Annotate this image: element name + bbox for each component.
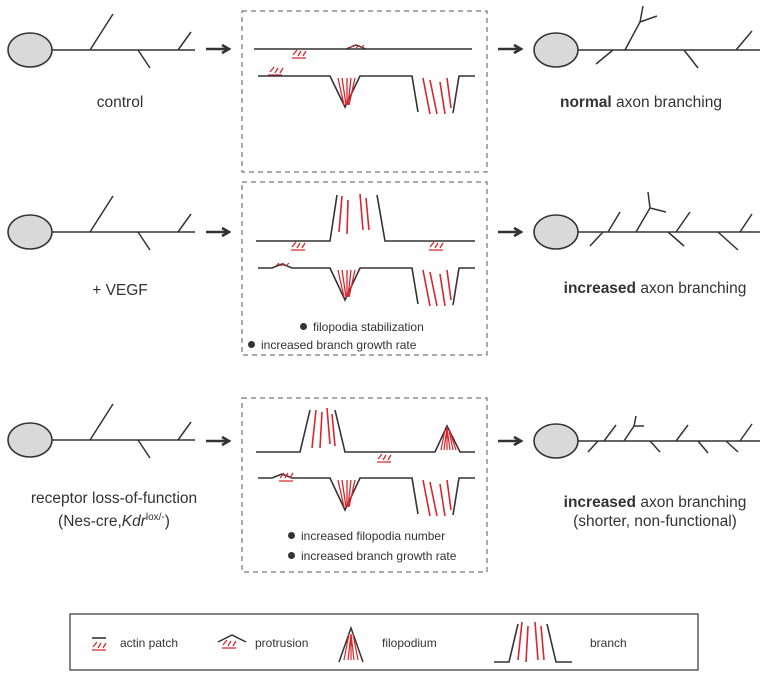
bullet-icon [300,323,307,330]
row2-condition-label: + VEGF [92,282,148,299]
row3-box-content [256,407,475,517]
row2-note-2-text: increased branch growth rate [261,338,417,352]
row1-condition-label: control [96,94,144,111]
row3-note-2: increased branch growth rate [288,549,456,563]
legend-branch-label: branch [590,636,627,650]
bullet-icon [288,532,295,539]
legend-box [69,613,699,671]
row3-condition-suffix: ) [164,513,170,531]
row3-result-label: increased axon branching (shorter, non-f… [550,493,760,531]
row1-result-neuron [533,5,760,69]
row3-condition-line2: (Nes-cre,Kdrlox/-) [16,508,212,531]
row2-result-label: increased axon branching [550,279,760,298]
row1-result-label: normal axon branching [560,93,722,112]
row2-box-content [256,193,475,307]
row3-note-2-text: increased branch growth rate [301,549,457,563]
row3-note-1: increased filopodia number [288,529,445,543]
row1-initial-neuron [7,13,195,69]
row3-result-rest: axon branching [636,494,747,511]
row3-result-neuron [533,415,760,459]
row3-initial-neuron [7,403,195,459]
row1-box-content [254,44,475,115]
row2-note-2: increased branch growth rate [248,338,416,352]
bullet-icon [288,552,295,559]
row2-result-rest: axon branching [636,280,747,297]
legend-filopodium-label: filopodium [382,636,437,650]
row3-condition-prefix: (Nes-cre, [58,513,122,531]
legend-protrusion-label: protrusion [255,636,309,650]
row2-result-strong: increased [563,280,637,297]
legend-protrusion-symbol [217,634,247,649]
row3-result-strong: increased [563,494,637,511]
row1-result-rest: axon branching [611,94,722,111]
row2-note-1-text: filopodia stabilization [313,320,424,334]
row1-dashed-box [241,10,488,173]
row2-dashed-box [241,181,488,356]
row3-result-line1: increased axon branching [550,493,760,512]
row3-condition-line1: receptor loss-of-function [30,490,198,507]
row3-condition-gene: Kdr [121,513,146,531]
row3-condition-label: receptor loss-of-function (Nes-cre,Kdrlo… [16,489,212,531]
row2-note-1: filopodia stabilization [300,320,424,334]
bullet-icon [248,341,255,348]
row2-result-neuron [533,191,760,251]
row1-result-strong: normal [560,94,612,111]
legend-actin-patch-label: actin patch [120,636,179,650]
row3-condition-sup: lox/- [145,512,165,523]
row3-dashed-box [241,397,488,573]
row3-note-1-text: increased filopodia number [301,529,446,543]
legend-actin-patch-symbol [92,637,107,651]
legend-filopodium-symbol [338,625,364,663]
row3-result-sub: (shorter, non-functional) [573,513,737,530]
legend-branch-symbol [494,621,572,663]
row2-initial-neuron [7,195,195,251]
